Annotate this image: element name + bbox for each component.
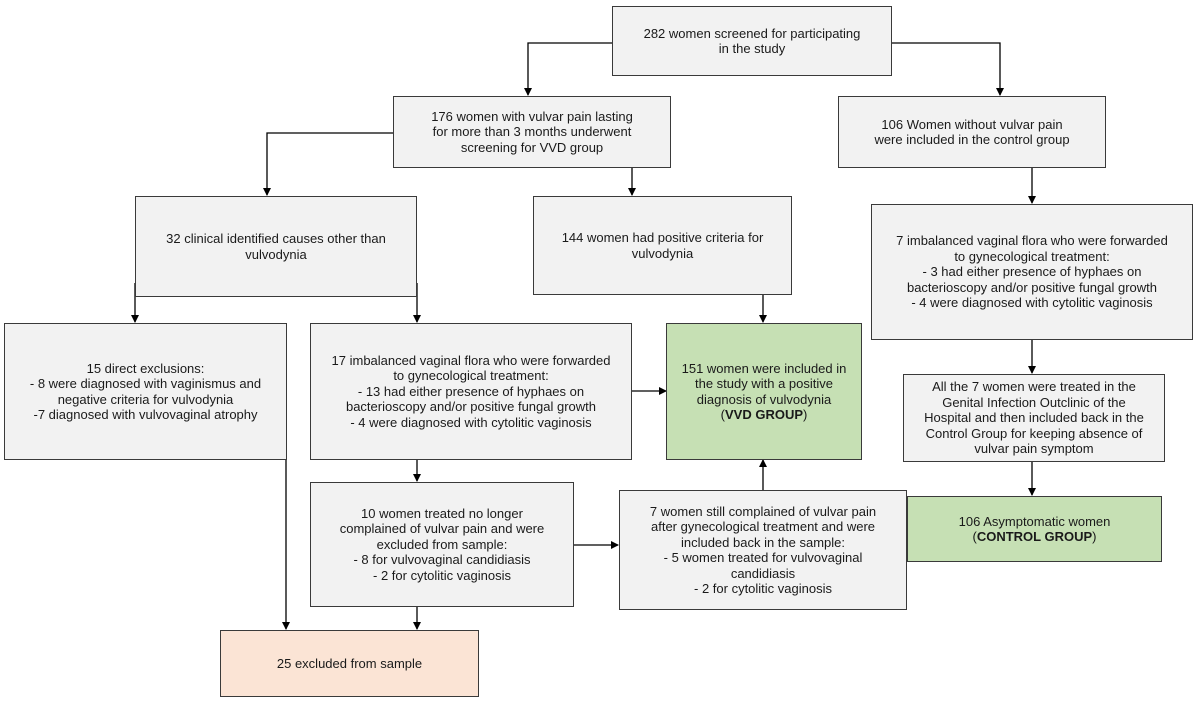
vulvar-pain-line-2: for more than 3 months underwent — [432, 124, 632, 140]
imbalanced-17-line-4: bacterioscopy and/or positive fungal gro… — [345, 399, 597, 415]
no-longer-pain-line-3: excluded from sample: — [376, 536, 508, 552]
control-imbalanced-line-5: - 4 were diagnosed with cytolitic vagino… — [911, 295, 1153, 311]
excluded-line-1: 25 excluded from sample — [276, 655, 423, 671]
control-group-box: 106 Asymptomatic women (CONTROL GROUP) — [907, 496, 1162, 562]
vvd-group-box: 151 women were included in the study wit… — [666, 323, 862, 460]
control-group-label-line: (CONTROL GROUP) — [972, 529, 1096, 545]
no-pain-box: 106 Women without vulvar pain were inclu… — [838, 96, 1106, 168]
screened-line-2: in the study — [718, 41, 786, 56]
still-pain-box: 7 women still complained of vulvar pain … — [619, 490, 907, 610]
arrow-screened-to-vulvar-pain — [524, 42, 612, 96]
control-imbalanced-line-4: bacterioscopy and/or positive fungal gro… — [906, 279, 1158, 295]
direct-exclusions-line-3: negative criteria for vulvodynia — [57, 391, 234, 407]
vvd-group-line-3: diagnosis of vulvodynia — [696, 391, 832, 407]
control-group-label: CONTROL GROUP — [976, 529, 1093, 544]
no-longer-pain-box: 10 women treated no longer complained of… — [310, 482, 574, 607]
vvd-group-line-2: the study with a positive — [694, 376, 834, 391]
direct-exclusions-line-4: -7 diagnosed with vulvovaginal atrophy — [33, 407, 258, 422]
no-longer-pain-line-5: - 2 for cytolitic vaginosis — [373, 567, 511, 583]
still-pain-line-4: - 5 women treated for vulvovaginal — [663, 550, 863, 565]
still-pain-line-1: 7 women still complained of vulvar pain — [649, 503, 877, 519]
control-imbalanced-line-3: - 3 had either presence of hyphaes on — [922, 264, 1142, 280]
treated-control-line-1: All the 7 women were treated in the — [932, 379, 1136, 395]
direct-exclusions-box: 15 direct exclusions: - 8 were diagnosed… — [4, 323, 287, 460]
imbalanced-17-line-5: - 4 were diagnosed with cytolitic vagino… — [350, 414, 592, 430]
control-group-line-1: 106 Asymptomatic women — [958, 513, 1111, 529]
treated-control-line-4: Control Group for keeping absence of — [925, 425, 1143, 441]
vvd-group-label: VVD GROUP — [724, 407, 803, 422]
vulvar-pain-line-3: screening for VVD group — [460, 139, 604, 155]
still-pain-line-6: - 2 for cytolitic vaginosis — [694, 581, 832, 596]
clinical-causes-line-2: vulvodynia — [245, 246, 307, 262]
clinical-causes-line-1: 32 clinical identified causes other than — [166, 231, 386, 246]
treated-control-line-2: Genital Infection Outclinic of the — [942, 394, 1126, 410]
treated-control-line-3: Hospital and then included back in the — [924, 410, 1144, 426]
no-pain-line-1: 106 Women without vulvar pain — [881, 116, 1063, 132]
control-group-label-close: ) — [1092, 529, 1097, 544]
screened-box: 282 women screened for participating in … — [612, 6, 892, 76]
no-longer-pain-line-4: - 8 for vulvovaginal candidiasis — [353, 552, 531, 568]
treated-control-box: All the 7 women were treated in the Geni… — [903, 374, 1165, 462]
imbalanced-17-line-2: to gynecological treatment: — [393, 368, 549, 384]
screened-line-1: 282 women screened for participating — [643, 25, 861, 41]
excluded-box: 25 excluded from sample — [220, 630, 479, 697]
no-longer-pain-line-1: 10 women treated no longer — [361, 505, 523, 521]
direct-exclusions-line-1: 15 direct exclusions: — [86, 360, 205, 376]
arrow-vulvar-pain-to-clinical-causes — [263, 132, 393, 196]
imbalanced-17-line-1: 17 imbalanced vaginal flora who were for… — [331, 352, 611, 368]
vulvar-pain-line-1: 176 women with vulvar pain lasting — [431, 108, 633, 124]
clinical-causes-box: 32 clinical identified causes other than… — [135, 196, 417, 297]
vvd-group-label-line: (VVD GROUP) — [721, 407, 808, 423]
positive-criteria-box: 144 women had positive criteria for vulv… — [533, 196, 792, 295]
no-pain-line-2: were included in the control group — [874, 132, 1070, 147]
control-group-label-open: ( — [972, 529, 977, 544]
direct-exclusions-line-2: - 8 were diagnosed with vaginismus and — [29, 376, 262, 391]
positive-criteria-line-2: vulvodynia — [631, 245, 694, 261]
still-pain-line-3: included back in the sample: — [680, 534, 846, 550]
control-imbalanced-line-1: 7 imbalanced vaginal flora who were forw… — [896, 233, 1168, 249]
positive-criteria-line-1: 144 women had positive criteria for — [561, 230, 764, 245]
imbalanced-17-box: 17 imbalanced vaginal flora who were for… — [310, 323, 632, 460]
vvd-group-label-close: ) — [803, 407, 808, 422]
control-imbalanced-box: 7 imbalanced vaginal flora who were forw… — [871, 204, 1193, 340]
still-pain-line-2: after gynecological treatment and were — [650, 519, 875, 534]
no-longer-pain-line-2: complained of vulvar pain and were — [339, 521, 545, 537]
vvd-group-label-open: ( — [720, 407, 725, 422]
imbalanced-17-line-3: - 13 had either presence of hyphaes on — [357, 383, 585, 399]
control-imbalanced-line-2: to gynecological treatment: — [954, 248, 1110, 264]
treated-control-line-5: vulvar pain symptom — [974, 441, 1094, 457]
vulvar-pain-box: 176 women with vulvar pain lasting for m… — [393, 96, 671, 168]
still-pain-line-5: candidiasis — [730, 565, 796, 581]
vvd-group-line-1: 151 women were included in — [681, 360, 847, 376]
